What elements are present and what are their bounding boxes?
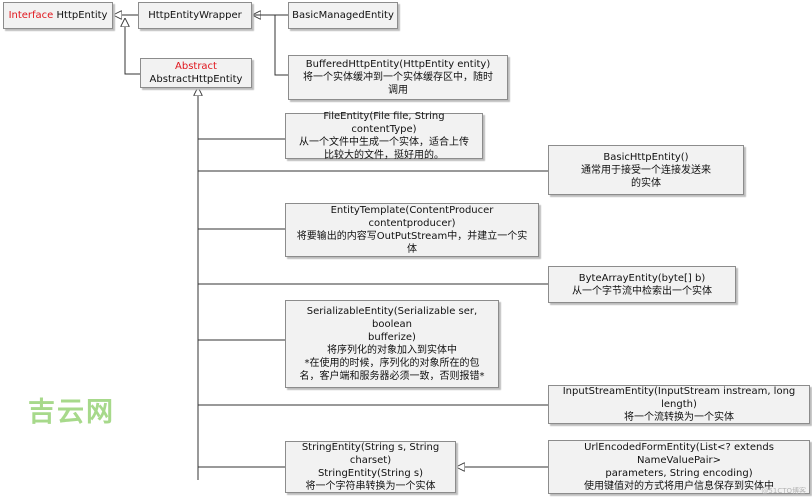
node-label: HttpEntity <box>56 10 108 21</box>
node-title: SerializableEntity(Serializable ser, boo… <box>306 306 478 330</box>
node-description: 通常用于接受一个连接发送来 <box>581 164 711 176</box>
node-byte-array-entity: ByteArrayEntity(byte[] b) 从一个字节流中检索出一个实体 <box>548 266 736 303</box>
node-title: InputStreamEntity(InputStream instream, … <box>562 386 796 410</box>
node-serializable-entity: SerializableEntity(Serializable ser, boo… <box>285 300 499 388</box>
node-label: HttpEntityWrapper <box>148 10 242 21</box>
node-description: 比较大的文件，挺好用的。 <box>324 150 444 161</box>
node-description: 名，客户端和服务器必须一致，否则报错* <box>299 371 485 382</box>
abstract-keyword: Abstract <box>175 61 217 72</box>
node-title: ByteArrayEntity(byte[] b) <box>578 272 706 284</box>
node-title: bufferize) <box>368 332 416 343</box>
node-description: 调用 <box>388 85 408 96</box>
node-buffered-http-entity: BufferedHttpEntity(HttpEntity entity) 将一… <box>288 55 508 100</box>
node-label: BasicManagedEntity <box>292 10 394 21</box>
node-description: 体 <box>407 244 417 255</box>
node-description: 从一个文件中生成一个实体，适合上传 <box>299 137 469 148</box>
node-title: FileEntity(File file, String contentType… <box>323 111 445 135</box>
node-label: AbstractHttpEntity <box>149 74 243 85</box>
node-input-stream-entity: InputStreamEntity(InputStream instream, … <box>548 385 810 424</box>
watermark-logo: 吉云网 <box>28 397 115 428</box>
node-description: 将一个字符串转换为一个实体 <box>305 481 436 492</box>
node-description: 将一个实体缓冲到一个实体缓存区中，随时 <box>303 72 493 83</box>
node-title: StringEntity(String s) <box>317 468 424 479</box>
node-description: 从一个字节流中检索出一个实体 <box>572 285 712 297</box>
node-basic-managed-entity: BasicManagedEntity <box>288 2 398 29</box>
node-file-entity: FileEntity(File file, String contentType… <box>285 111 483 161</box>
node-description: 将要输出的内容写OutPutStream中，并建立一个实 <box>296 231 528 242</box>
node-title: BasicHttpEntity() <box>603 151 689 163</box>
node-description: 将一个流转换为一个实体 <box>624 412 734 423</box>
node-basic-http-entity: BasicHttpEntity() 通常用于接受一个连接发送来 的实体 <box>548 145 744 195</box>
node-title: StringEntity(String s, String charset) <box>301 442 440 466</box>
node-description: 的实体 <box>631 177 661 189</box>
node-title: parameters, String encoding) <box>605 468 753 479</box>
node-string-entity: StringEntity(String s, String charset) S… <box>285 441 456 493</box>
corner-watermark: @51CTO博客 <box>761 487 806 495</box>
edge-abstract-to-httpentity <box>125 18 140 75</box>
node-description: 将序列化的对象加入到实体中 <box>327 345 457 356</box>
node-title: BufferedHttpEntity(HttpEntity entity) <box>305 59 491 70</box>
node-entity-template: EntityTemplate(ContentProducer contentpr… <box>285 203 539 257</box>
edge-buffered-to-wrapper <box>252 14 288 76</box>
node-description: *在使用的时候，序列化的对象所在的包 <box>304 358 480 369</box>
node-http-entity-wrapper: HttpEntityWrapper <box>138 2 252 29</box>
interface-keyword: Interface <box>8 10 54 21</box>
node-url-encoded-form-entity: UrlEncodedFormEntity(List<? extends Name… <box>548 440 810 494</box>
node-title: UrlEncodedFormEntity(List<? extends Name… <box>584 442 774 466</box>
node-http-entity: Interface HttpEntity <box>3 2 113 29</box>
node-description: 使用键值对的方式将用户信息保存到实体中 <box>584 481 774 492</box>
node-abstract-http-entity: Abstract AbstractHttpEntity <box>140 58 252 88</box>
node-title: EntityTemplate(ContentProducer contentpr… <box>330 205 494 229</box>
